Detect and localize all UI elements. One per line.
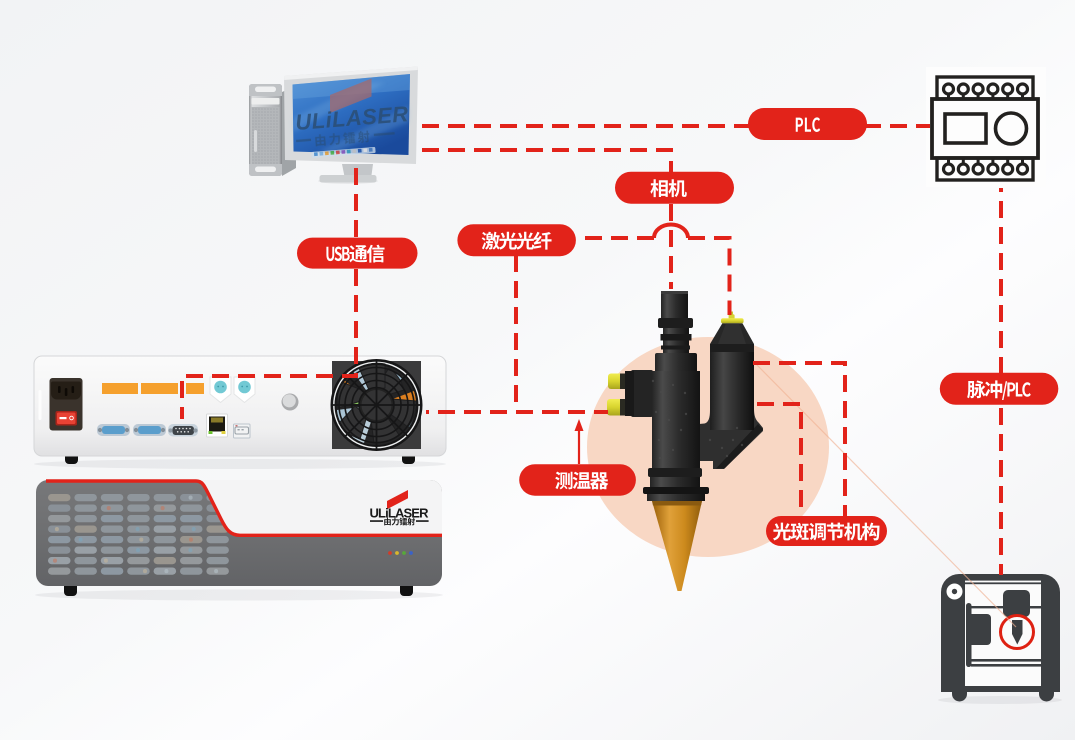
svg-text:ULiLASER: ULiLASER xyxy=(370,506,430,521)
